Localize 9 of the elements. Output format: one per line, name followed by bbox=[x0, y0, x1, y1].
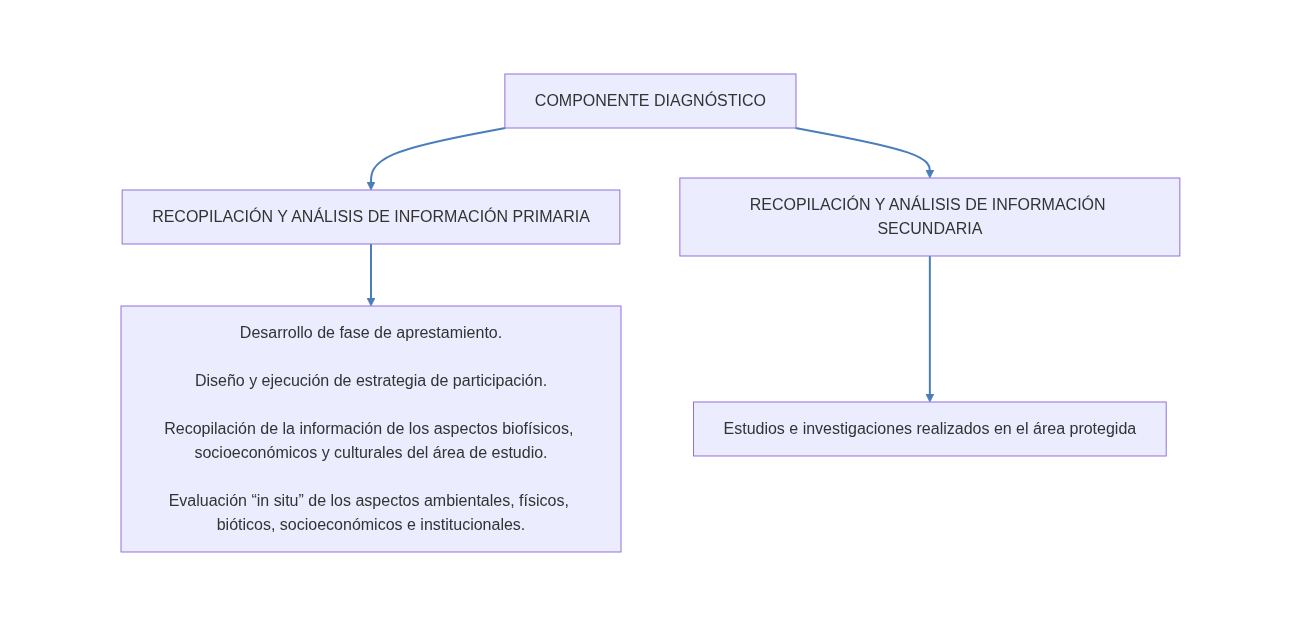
node-box: COMPONENTE DIAGNÓSTICO bbox=[503, 73, 797, 129]
arrow bbox=[366, 127, 506, 191]
node-box: Desarrollo de fase de aprestamiento. Diseño y ejecución de estrategia de participación. Recopilación de la información de los aspectos biofísicos, socioeconómicos y culturales del área de estudio. Evaluación “in situ” de los aspectos ambientales, físicos, bióticos, socioeconómicos e institucionales. bbox=[120, 305, 622, 553]
node-box: RECOPILACIÓN Y ANÁLISIS DE INFORMACIÓN PRIMARIA bbox=[121, 189, 620, 245]
arrow bbox=[925, 255, 934, 403]
node-box: Estudios e investigaciones realizados en el área protegida bbox=[692, 401, 1167, 457]
arrow bbox=[366, 243, 375, 307]
arrow bbox=[794, 127, 934, 179]
node-box: RECOPILACIÓN Y ANÁLISIS DE INFORMACIÓN SECUNDARIA bbox=[678, 177, 1180, 257]
